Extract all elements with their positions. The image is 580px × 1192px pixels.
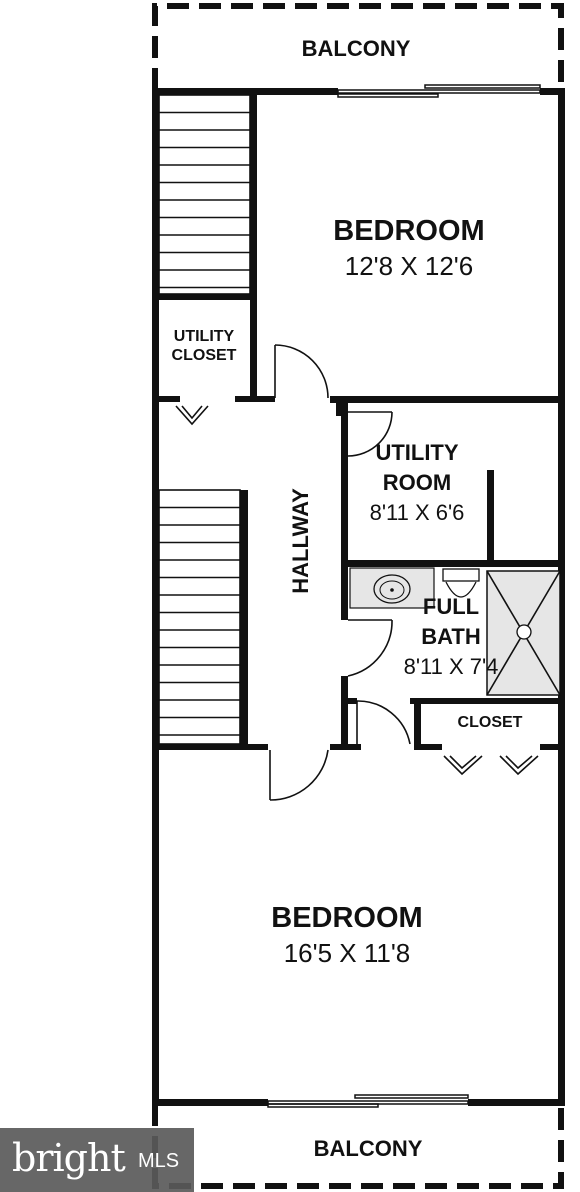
utility-closet-label-line1: UTILITY <box>174 328 235 345</box>
sliding-door-top <box>337 84 541 98</box>
full-bath-dims: 8'11 X 7'4 <box>404 654 499 679</box>
full-bath-label-line1: FULL <box>423 594 479 619</box>
stairs-top <box>158 94 251 295</box>
watermark-suffix: MLS <box>138 1150 180 1172</box>
toilet-icon <box>442 568 480 598</box>
sliding-door-bottom <box>267 1094 469 1108</box>
bedroom-bottom-dims: 16'5 X 11'8 <box>284 938 411 968</box>
bifold-door-closet <box>443 755 539 776</box>
bedroom-top-name: BEDROOM <box>333 215 484 247</box>
bedroom-top-dims: 12'8 X 12'6 <box>345 251 473 281</box>
balcony-bottom-label: BALCONY <box>314 1136 423 1161</box>
utility-room-label-line2: ROOM <box>383 470 451 495</box>
door-swing-bath <box>347 619 393 677</box>
stairs-lower-outline <box>158 489 241 745</box>
interior-walls <box>152 88 565 750</box>
door-swing-utility-room <box>347 411 393 457</box>
exterior-walls <box>152 88 565 1106</box>
utility-room-label-line1: UTILITY <box>375 440 458 465</box>
shower-icon <box>486 570 561 696</box>
bedroom-bottom-name: BEDROOM <box>271 902 422 934</box>
stairs-lower <box>158 489 241 745</box>
full-bath-label-line2: BATH <box>421 624 480 649</box>
vanity-sink-icon <box>349 567 435 609</box>
watermark-logo: bright <box>12 1136 126 1180</box>
closet-label: CLOSET <box>458 714 523 731</box>
watermark-background <box>0 1128 194 1192</box>
stairs-top-outline <box>158 94 251 295</box>
balcony-top-label: BALCONY <box>302 36 411 61</box>
door-swing-bedroom-bottom <box>269 749 329 801</box>
utility-closet-label-line2: CLOSET <box>172 347 237 364</box>
utility-room-dims: 8'11 X 6'6 <box>370 500 465 525</box>
bifold-door-utility-closet <box>175 405 209 426</box>
balcony-top-outline <box>152 3 564 90</box>
door-swing-bedroom-top <box>274 344 329 399</box>
hallway-label: HALLWAY <box>288 488 313 594</box>
door-swing-bath-lower <box>356 700 411 745</box>
